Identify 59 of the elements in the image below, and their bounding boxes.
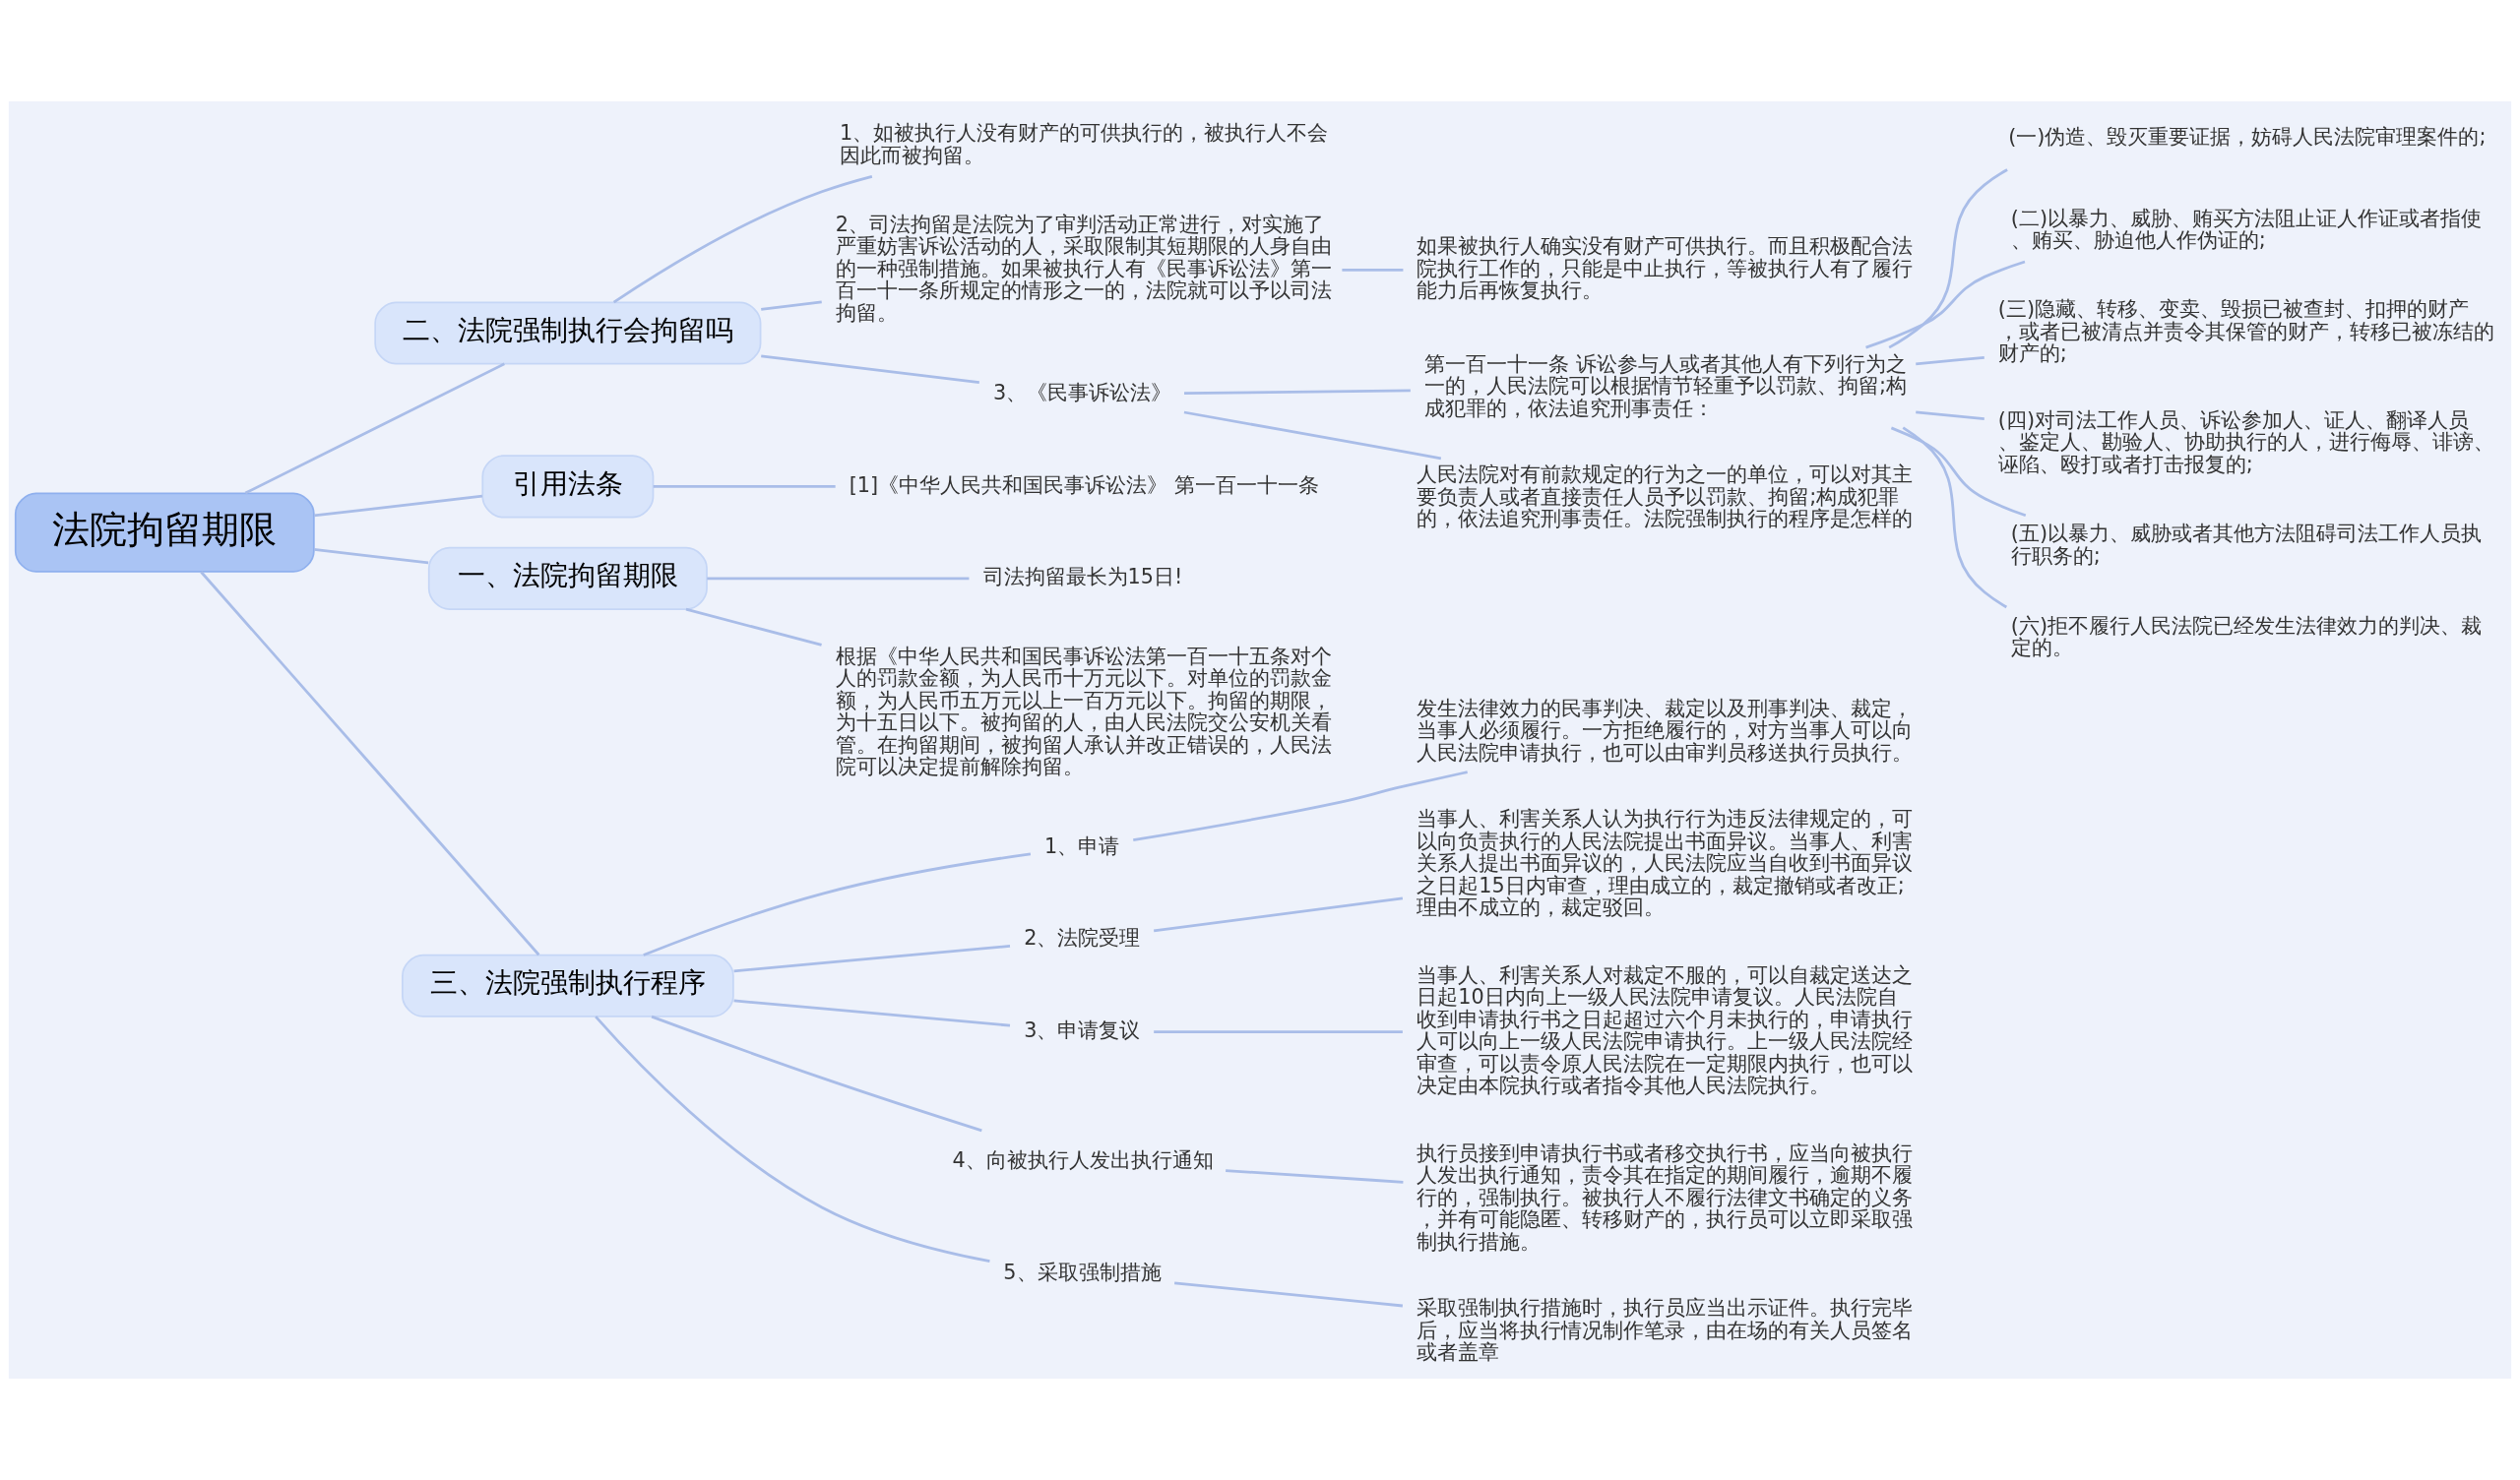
node-text: 如果被执行人确实没有财产可供执行。而且积极配合法院执行工作的，只能是中止执行，等被执行人有了履行能力后再恢复执行。 — [1417, 234, 1914, 303]
node-text: (六)拒不履行人民法院已经发生法律效力的判决、裁定的。 — [2010, 613, 2483, 660]
node-text: 司法拘留最长为15日! — [982, 565, 1183, 589]
connector — [244, 362, 505, 495]
connector — [1154, 896, 1404, 933]
node-text: 第一百一十一条 诉讼参与人或者其他人有下列行为之一的，人民法院可以根据情节轻重予以罚款、拘留;构成犯罪的，依法追究刑事责任： — [1424, 351, 1908, 420]
connector — [733, 945, 1011, 973]
node-box: 引用法条 — [481, 455, 655, 519]
node-box: 法院拘留期限 — [14, 492, 315, 573]
connector — [761, 300, 822, 311]
node-text: [1]《中华人民共和国民事诉讼法》 第一百一十一条 — [849, 472, 1319, 497]
connector — [1184, 389, 1411, 396]
node-box: 三、法院强制执行程序 — [402, 954, 734, 1018]
node-text: 当事人、利害关系人认为执行行为违反法律规定的，可以向负责执行的人民法院提出书面异议。当事人、利害关系人提出书面异议的，人民法院应当自收到书面异议之日起15日内审查，理由成立的，裁定撤销或者改正;理由不成立的，裁定驳回。 — [1417, 807, 1914, 920]
node-text: 执行员接到申请执行书或者移交执行书，应当向被执行人发出执行通知，责令其在指定的期间履行，逾期不履行的，强制执行。被执行人不履行法律文书确定的义务，并有可能隐匿、转移财产的，执行员可以立即采取强制执行措施。 — [1417, 1141, 1914, 1254]
node-text: 4、向被执行人发出执行通知 — [952, 1147, 1214, 1172]
connector — [707, 577, 970, 581]
connector — [733, 999, 1011, 1027]
connector — [1174, 1281, 1403, 1308]
node-text: 当事人、利害关系人对裁定不服的，可以自裁定送达之日起10日内向上一级人民法院申请复议。人民法院自收到申请执行书之日起超过六个月未执行的，申请执行人可以向上一级人民法院申请执行。上一级人民法院经审查，可以责令原人民法院在一定期限内执行，也可以决定由本院执行或者指令其他人民法院执行。 — [1417, 962, 1914, 1098]
node-text: 发生法律效力的民事判决、裁定以及刑事判决、裁定，当事人必须履行。一方拒绝履行的，对方当事人可以向人民法院申请执行，也可以由审判员移送执行员执行。 — [1417, 696, 1914, 765]
node-text: 采取强制执行措施时，执行员应当出示证件。执行完毕后，应当将执行情况制作笔录，由在场的有关人员签名或者盖章 — [1417, 1296, 1914, 1365]
connector — [1154, 1030, 1403, 1033]
node-text: (二)以暴力、威胁、贿买方法阻止证人作证或者指使、贿买、胁迫他人作伪证的; — [2010, 206, 2483, 253]
connector — [595, 1016, 990, 1264]
node-text: 人民法院对有前款规定的行为之一的单位，可以对其主要负责人或者直接责任人员予以罚款、拘留;构成犯罪的，依法追究刑事责任。法院强制执行的程序是怎样的 — [1417, 462, 1914, 531]
node-text: (一)伪造、毁灭重要证据，妨碍人民法院审理案件的; — [2008, 125, 2487, 150]
node-text: 根据《中华人民共和国民事诉讼法第一百一十五条对个人的罚款金额，为人民币十万元以下。对单位的罚款金额，为人民币五万元以上一百万元以下。拘留的期限，为十五日以下。被拘留的人，由人民法院交公安机关看管。在拘留期间，被拘留人承认并改正错误的，人民法院可以决定提前解除拘留。 — [835, 644, 1332, 779]
connector — [1916, 355, 1984, 366]
node-text: 1、申请 — [1043, 833, 1120, 858]
node-text: 3、《民事诉讼法》 — [992, 381, 1172, 405]
connector — [1183, 410, 1442, 461]
connector — [761, 354, 979, 384]
node-box: 二、法院强制执行会拘留吗 — [374, 301, 762, 365]
connector — [1902, 426, 2008, 609]
node-box: 一、法院拘留期限 — [427, 546, 708, 610]
connector — [1916, 410, 1984, 420]
connector — [685, 607, 822, 647]
connector — [1133, 771, 1468, 841]
connector — [1342, 269, 1404, 272]
node-text: 3、申请复议 — [1024, 1018, 1141, 1042]
node-text: (四)对司法工作人员、诉讼参加人、证人、翻译人员、鉴定人、勘验人、协助执行的人，进行侮辱、诽谤、诬陷、殴打或者打击报复的; — [1997, 407, 2494, 476]
node-text: 2、司法拘留是法院为了审判活动正常进行，对实施了严重妨害诉讼活动的人，采取限制其短期限的人身自由的一种强制措施。如果被执行人有《民事诉讼法》第一百一十一条所规定的情形之一的，法院就可以予以司法拘留。 — [835, 212, 1332, 325]
node-text: (五)以暴力、威胁或者其他方法阻碍司法工作人员执行职务的; — [2010, 522, 2483, 568]
connector — [1226, 1169, 1404, 1184]
node-text: 2、法院受理 — [1024, 926, 1141, 951]
node-text: (三)隐藏、转移、变卖、毁损已被查封、扣押的财产，或者已被清点并责令其保管的财产，转移已被冻结的财产的; — [1997, 297, 2494, 366]
connector — [313, 548, 429, 565]
connector — [651, 1015, 982, 1133]
node-text: 5、采取强制措施 — [1003, 1260, 1162, 1284]
connector — [1890, 426, 2027, 518]
connector — [653, 485, 836, 488]
connector — [612, 174, 873, 304]
connector — [313, 494, 483, 518]
connector — [200, 571, 540, 956]
connector — [643, 852, 1032, 956]
node-text: 1、如被执行人没有财产的可供执行的，被执行人不会因此而被拘留。 — [840, 121, 1329, 167]
connector — [1888, 168, 2008, 349]
connector — [1865, 260, 2026, 349]
